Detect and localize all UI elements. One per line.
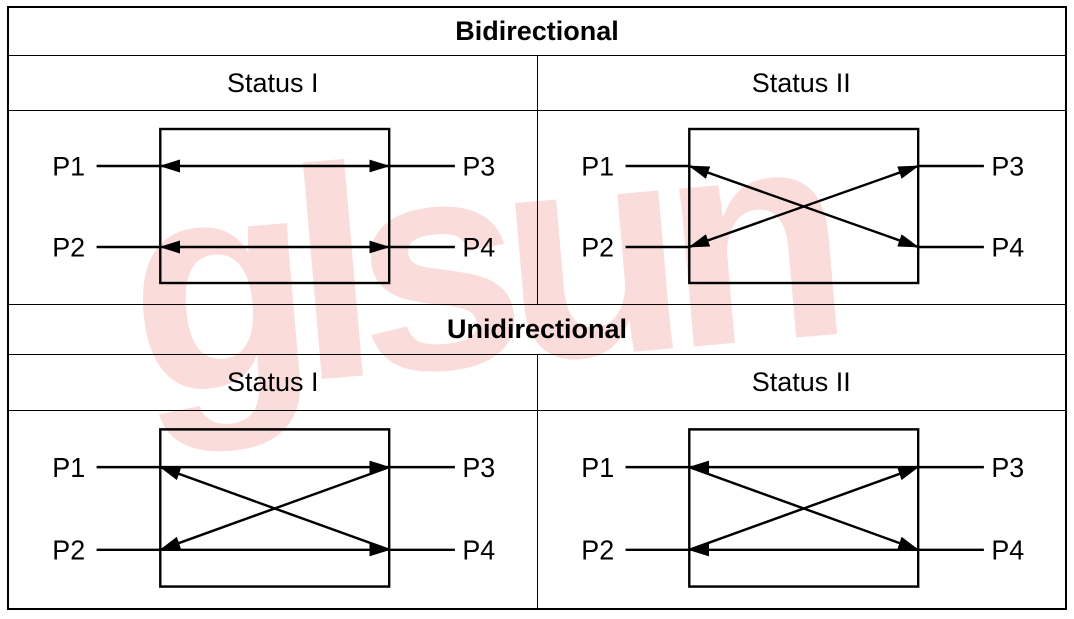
section-title-unidirectional: Unidirectional: [446, 314, 628, 344]
port-label-P2: P2: [52, 534, 85, 565]
port-label-P1: P1: [52, 151, 85, 181]
switch-box: [159, 127, 391, 285]
status-header-bidirectional-status-ii: Status II: [536, 56, 1066, 110]
port-label-P4: P4: [462, 534, 495, 565]
port-label-P2: P2: [52, 232, 85, 262]
port-label-P2: P2: [581, 534, 614, 565]
section-row-unidirectional: Unidirectional: [9, 305, 1065, 355]
port-label-P4: P4: [991, 534, 1024, 565]
port-label-P4: P4: [462, 232, 495, 262]
section-row-bidirectional: Bidirectional: [9, 8, 1065, 56]
port-label-P3: P3: [462, 452, 495, 483]
port-label-P4: P4: [991, 232, 1024, 262]
port-label-P2: P2: [581, 232, 614, 262]
switch-box: [159, 428, 391, 588]
port-label-P3: P3: [991, 151, 1024, 181]
port-label-P3: P3: [462, 151, 495, 181]
connection-P1-P4: [688, 465, 919, 551]
port-label-P1: P1: [581, 452, 614, 483]
status-header-bidirectional-status-i: Status I: [226, 67, 319, 98]
port-label-P1: P1: [581, 151, 614, 181]
port-label-P3: P3: [991, 452, 1024, 483]
status-header-unidirectional-status-ii: Status II: [536, 355, 1066, 410]
status-header-unidirectional-status-i: Status I: [226, 367, 319, 397]
connection-P3-P2: [159, 465, 390, 551]
connection-P2-P3: [687, 164, 919, 249]
section-title-bidirectional: Bidirectional: [455, 16, 619, 46]
switch-box: [687, 428, 919, 588]
status-header-row-bidirectional: Status I Status II: [9, 56, 1065, 111]
port-label-P1: P1: [52, 452, 85, 483]
status-header-row-unidirectional: Status I Status II: [9, 355, 1065, 411]
